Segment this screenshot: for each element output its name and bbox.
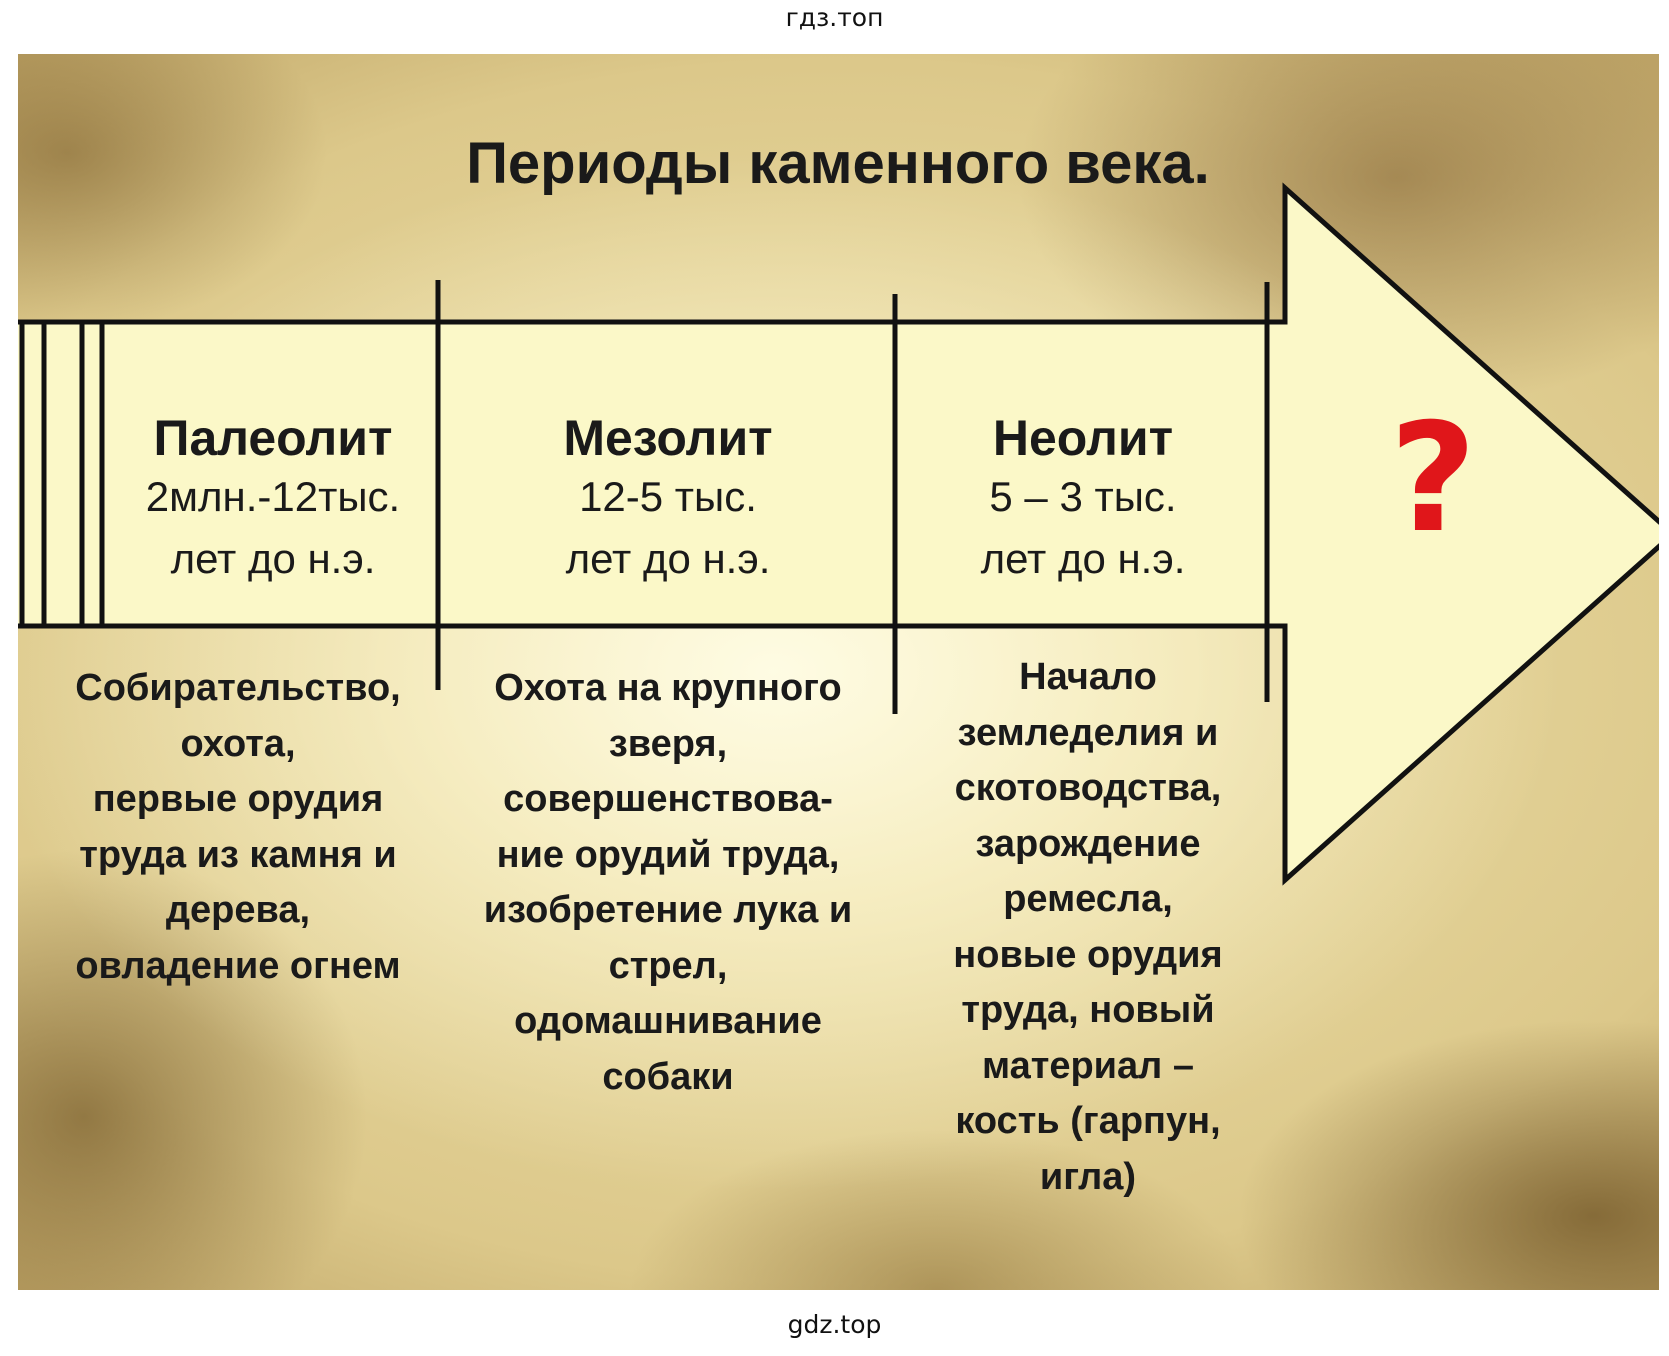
description-line: зверя, [608, 722, 728, 765]
description-line: стрел, [608, 944, 728, 987]
description-line: игла) [1039, 1155, 1137, 1198]
slide-title: Периоды каменного века. [466, 131, 1210, 196]
period-dates-paleolithic: 2млн.-12тыс. лет до н.э. [108, 466, 438, 590]
description-line: труда из камня и [79, 833, 397, 876]
description-line: изобретение лука и [483, 889, 853, 931]
period-dates-line: лет до н.э. [170, 535, 376, 582]
description-line: Собирательство, [75, 667, 401, 709]
description-paleolithic: Собирательство, охота, первые орудия тру… [38, 661, 438, 994]
description-line: первые орудия [92, 778, 384, 820]
period-dates-line: лет до н.э. [565, 535, 771, 582]
period-name-mesolithic: Мезолит [563, 410, 773, 466]
period-name-neolithic: Неолит [992, 410, 1174, 466]
description-mesolithic: Охота на крупного зверя, совершенствова-… [448, 661, 888, 1105]
slide: Периоды каменного века. Палеолит 2млн.-1… [18, 54, 1659, 1290]
period-dates-line: 2млн.-12тыс. [145, 473, 401, 520]
description-line: ние орудий труда, [496, 833, 840, 876]
period-dates-line: лет до н.э. [980, 535, 1186, 582]
description-line: одомашнивание [514, 1000, 822, 1042]
description-line: труда, новый [961, 989, 1215, 1031]
description-line: совершенствова- [503, 778, 833, 820]
arrow-body [18, 182, 1659, 886]
description-line: овладение огнем [75, 944, 401, 987]
description-line: зарождение [975, 822, 1201, 865]
description-line: новые орудия [953, 933, 1223, 976]
description-line: собаки [602, 1055, 734, 1098]
description-line: дерева, [165, 889, 311, 931]
period-dates-line: 12-5 тыс. [579, 473, 757, 520]
period-dates-line: 5 – 3 тыс. [989, 473, 1177, 520]
description-line: охота, [180, 722, 296, 765]
description-line: Охота на крупного [494, 667, 842, 709]
period-name-paleolithic: Палеолит [153, 410, 393, 466]
description-line: кость (гарпун, [955, 1100, 1221, 1142]
description-line: Начало [1019, 656, 1157, 698]
description-neolithic: Начало земледелия и скотоводства, зарожд… [908, 650, 1268, 1205]
timeline-arrow [18, 182, 1659, 886]
description-line: ремесла, [1003, 878, 1173, 920]
watermark-top: гдз.топ [785, 3, 884, 32]
description-line: материал – [981, 1044, 1195, 1087]
description-line: скотоводства, [954, 767, 1222, 809]
period-dates-neolithic: 5 – 3 тыс. лет до н.э. [918, 466, 1248, 590]
description-line: земледелия и [957, 711, 1219, 754]
watermark-bottom: gdz.top [787, 1310, 882, 1339]
period-dates-mesolithic: 12-5 тыс. лет до н.э. [468, 466, 868, 590]
question-mark: ? [1389, 392, 1477, 566]
